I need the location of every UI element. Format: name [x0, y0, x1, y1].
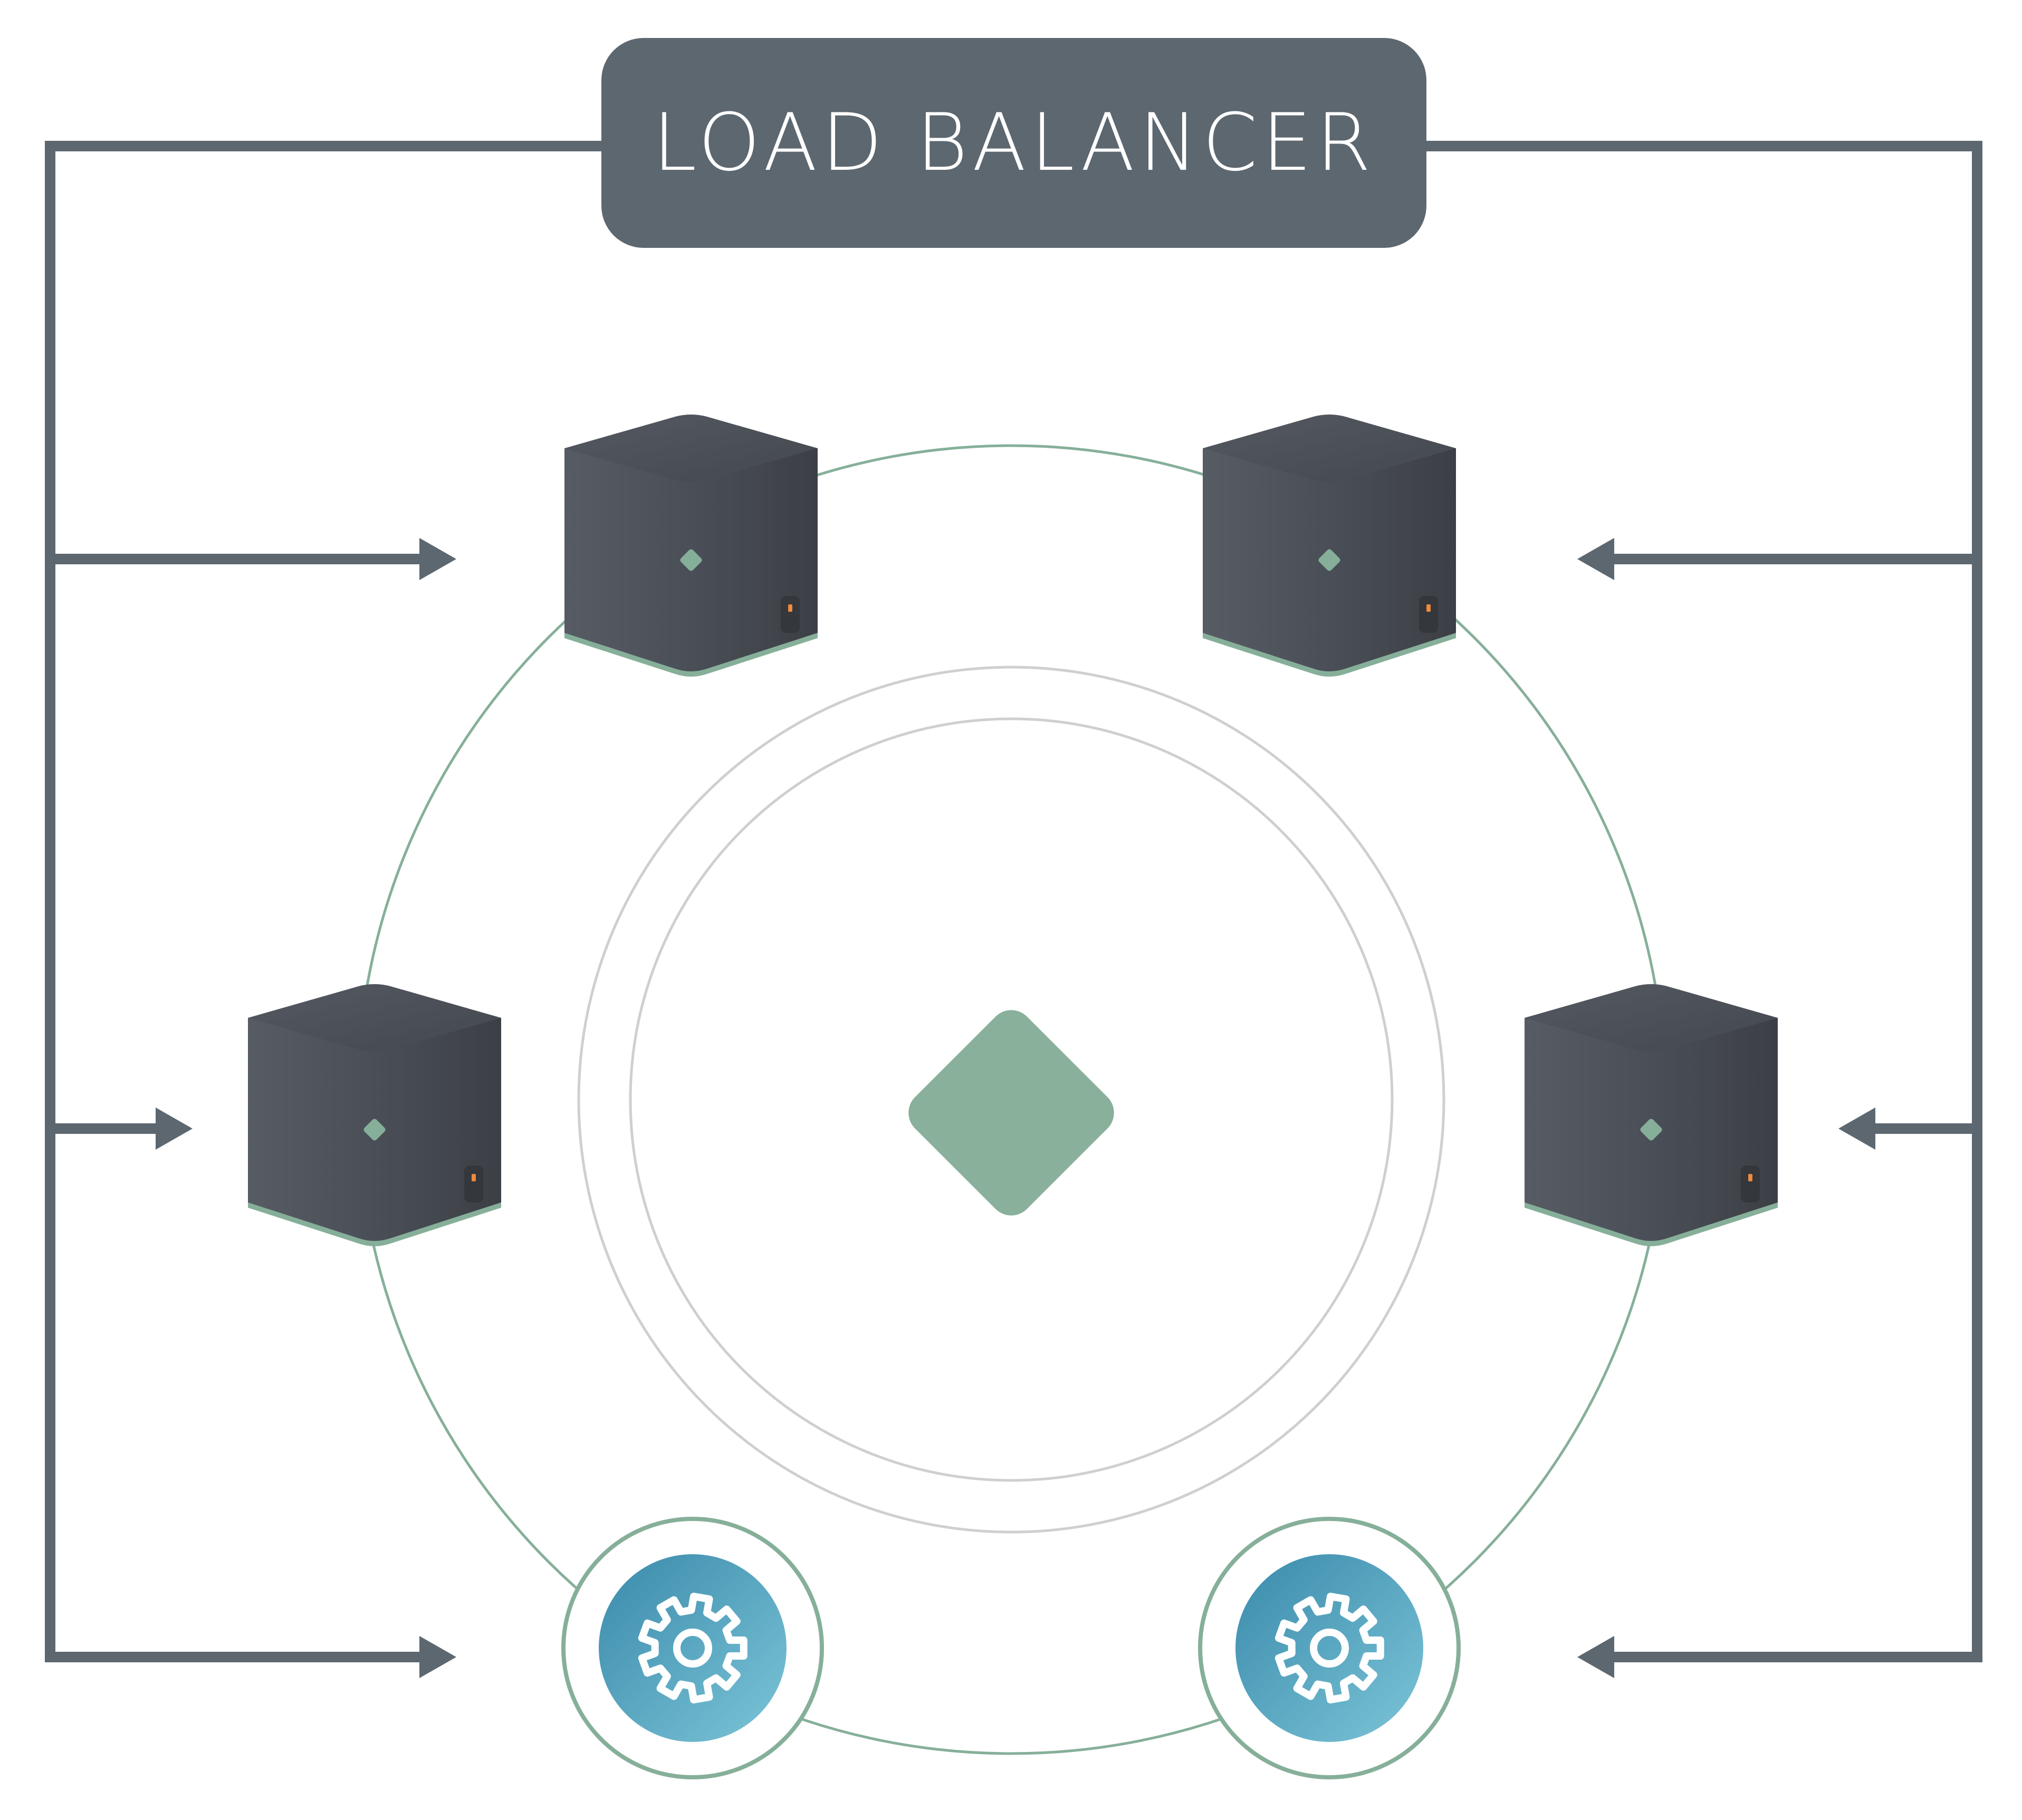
connector-lines — [45, 141, 1982, 1662]
server-status-diamond-icon — [680, 549, 702, 571]
inner-ring-outer — [577, 666, 1445, 1534]
server-port-icon — [781, 596, 800, 633]
server-top-left[interactable] — [564, 415, 818, 677]
center-hub-diamond-icon — [908, 1010, 1114, 1216]
gear-icon — [638, 1593, 748, 1703]
server-top-right[interactable] — [1203, 415, 1456, 677]
arrow-to-server-top-right — [1577, 538, 1614, 580]
server-led-icon — [472, 1174, 476, 1181]
arrowheads — [156, 538, 1875, 1678]
gear-node-right[interactable] — [1198, 1517, 1461, 1779]
gear-icon — [1274, 1593, 1384, 1703]
right-trunk-line — [1426, 141, 1982, 1662]
server-mid-left[interactable] — [248, 984, 501, 1246]
server-mid-right[interactable] — [1525, 984, 1778, 1246]
arrow-to-server-top-left — [419, 538, 456, 580]
arrow-to-server-mid-left — [156, 1108, 193, 1150]
arrow-to-server-mid-right — [1838, 1108, 1875, 1150]
load-balancer-title: LOAD BALANCER — [653, 97, 1375, 189]
left-trunk-line — [45, 141, 601, 1662]
server-port-icon — [464, 1166, 483, 1202]
inner-ring-inner — [629, 717, 1394, 1482]
server-led-icon — [788, 604, 792, 612]
server-led-icon — [1748, 1174, 1752, 1181]
server-port-icon — [1419, 596, 1438, 633]
arrow-to-gear-right — [1577, 1636, 1614, 1678]
server-led-icon — [1426, 604, 1431, 612]
load-balancer-box[interactable]: LOAD BALANCER — [601, 38, 1426, 248]
arrow-to-gear-left — [419, 1636, 456, 1678]
server-status-diamond-icon — [363, 1119, 386, 1141]
server-status-diamond-icon — [1640, 1119, 1662, 1141]
server-port-icon — [1741, 1166, 1760, 1202]
server-status-diamond-icon — [1318, 549, 1340, 571]
gear-node-left[interactable] — [561, 1517, 824, 1779]
